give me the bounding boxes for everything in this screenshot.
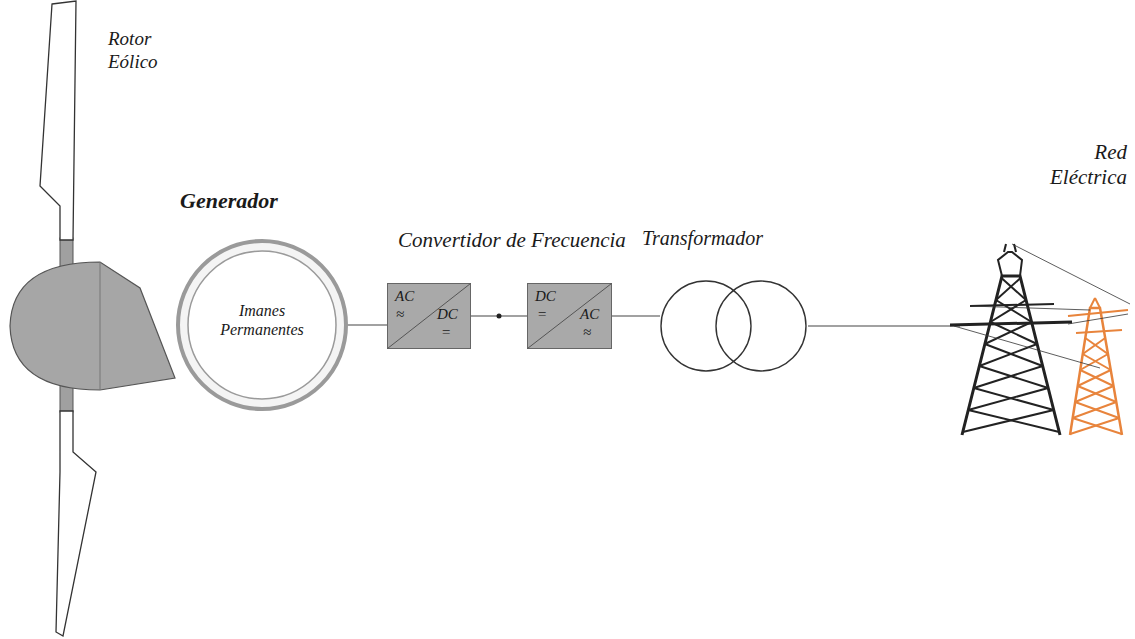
- node-text: =: [537, 305, 547, 323]
- group-label: Convertidor de Frecuencia: [398, 228, 626, 253]
- node-title: Transformador: [642, 226, 763, 250]
- pm-generator: GeneradorImanes Permanentes: [172, 180, 352, 415]
- node-text: Imanes Permanentes: [212, 301, 312, 339]
- power-grid: Red Eléctrica: [950, 138, 1133, 438]
- shape-anchor: [660, 280, 808, 372]
- inverter-box: DC= AC≈: [527, 283, 612, 349]
- pm-generator-outline: [172, 180, 352, 415]
- shape-anchor: [960, 258, 1132, 436]
- node-text: ≈: [583, 323, 591, 341]
- transformer: Transformador: [640, 226, 815, 376]
- node-title: AC: [395, 287, 414, 305]
- node-text: =: [441, 323, 451, 341]
- node-text: ≈: [396, 305, 404, 323]
- shape-anchor: [10, 258, 180, 392]
- wind-rotor: Rotor Eólico: [5, 0, 185, 639]
- wind-rotor-outline: [5, 0, 185, 639]
- node-text: DC: [437, 305, 458, 323]
- node-title: Red Eléctrica: [1035, 140, 1127, 190]
- node-title: Rotor Eólico: [108, 28, 170, 74]
- power-line: [808, 325, 960, 326]
- power-line: [347, 324, 387, 325]
- node-text: AC: [580, 305, 599, 323]
- node-title: Generador: [180, 188, 278, 214]
- power-line: [612, 315, 660, 316]
- node-title: DC: [535, 287, 556, 305]
- dc-link-dot: [497, 314, 502, 319]
- rectifier-box: AC≈ DC=: [387, 283, 471, 349]
